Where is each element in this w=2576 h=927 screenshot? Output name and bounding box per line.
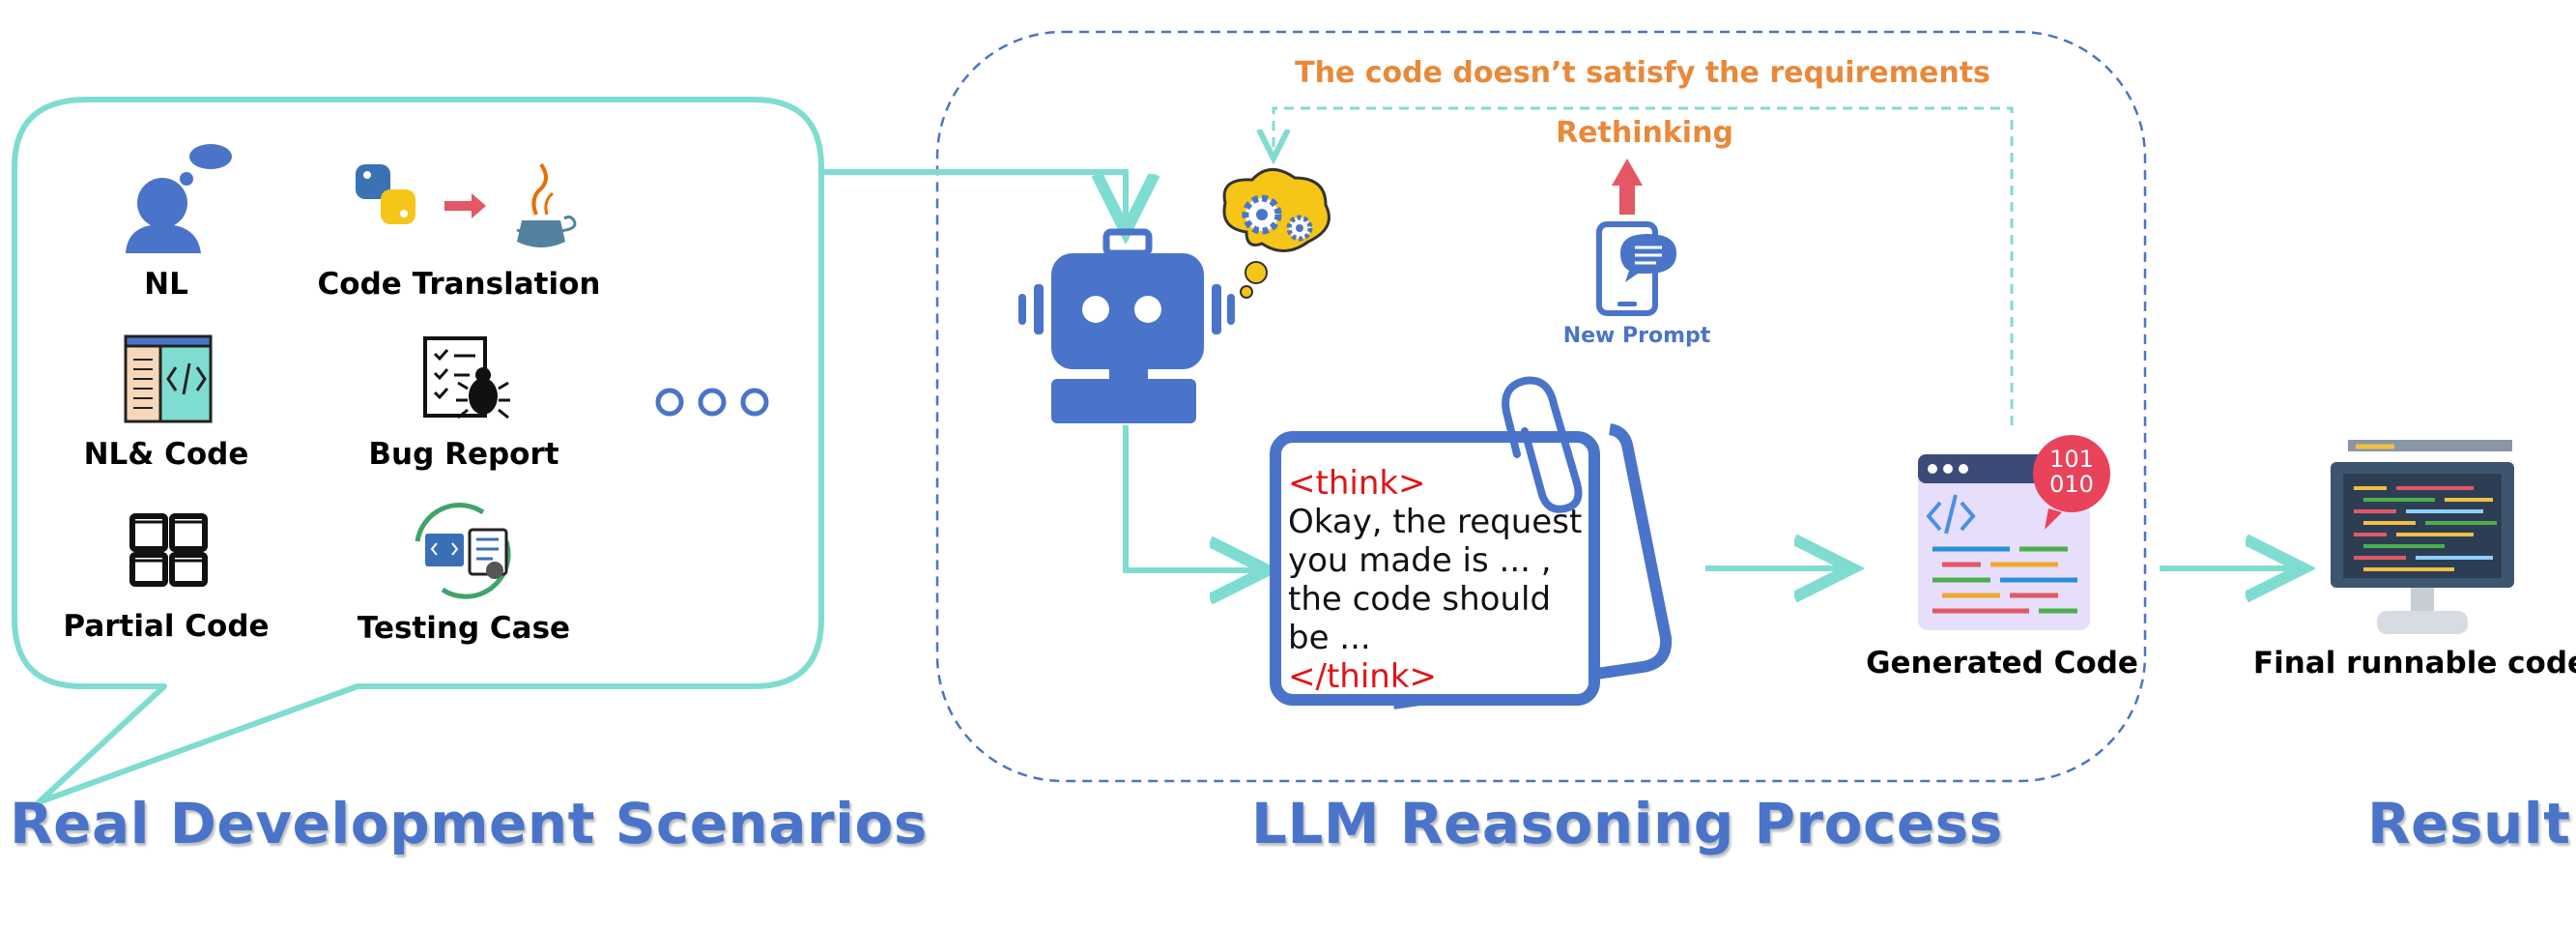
scenario-label-nl-code: NL& Code: [83, 437, 249, 472]
binary-badge-line-2: 010: [2049, 471, 2094, 498]
bug-report-icon: [423, 336, 510, 420]
grid-blocks-icon: [129, 513, 208, 587]
robot-icon: [1018, 228, 1235, 423]
monitor-code-icon: [2331, 440, 2514, 634]
reasoning-region: [935, 30, 2147, 783]
code-document-icon: [124, 334, 213, 423]
scenario-label-testing-case: Testing Case: [357, 611, 571, 646]
section-title-reasoning: LLM Reasoning Process: [1251, 791, 2003, 856]
final-code-label: Final runnable code: [2252, 646, 2576, 681]
binary-badge-line-1: 101: [2049, 446, 2094, 473]
scenario-label-nl: NL: [144, 267, 188, 302]
arrow-scenarios-to-robot: [821, 169, 1126, 220]
gears-thought-icon: [1222, 168, 1331, 299]
person-thinking-icon: [126, 144, 232, 253]
think-close-tag: </think>: [1288, 657, 1437, 696]
ellipsis-icon: [655, 388, 769, 417]
generated-code-label: Generated Code: [1866, 646, 2138, 681]
think-note-text: <think> Okay, the request you made is ..…: [1288, 464, 1588, 696]
think-body: Okay, the request you made is ... , the …: [1288, 503, 1583, 657]
think-open-tag: <think>: [1288, 464, 1426, 503]
testing-case-icon: [415, 503, 511, 599]
section-title-result: Result: [2367, 791, 2571, 856]
feedback-loop-arrow: [1274, 106, 2014, 425]
python-to-java-icon: [356, 162, 577, 247]
phone-chat-icon: [1596, 221, 1676, 316]
think-note: [1270, 376, 1673, 710]
binary-badge: 101 010: [2041, 447, 2103, 497]
scenarios-bubble: [12, 97, 824, 805]
rethinking-arrow-icon: [1612, 159, 1643, 215]
section-title-scenarios: Real Development Scenarios: [10, 791, 928, 856]
new-prompt-label: New Prompt: [1562, 324, 1711, 348]
scenario-label-bug-report: Bug Report: [368, 437, 559, 472]
scenario-label-partial-code: Partial Code: [63, 609, 270, 644]
scenario-label-code-translation: Code Translation: [317, 267, 601, 302]
rethinking-label: Rethinking: [1556, 116, 1733, 150]
feedback-label: The code doesn’t satisfy the requirement…: [1295, 56, 1990, 90]
code-window-icon: [1918, 435, 2110, 630]
arrow-robot-to-note: [1123, 425, 1256, 570]
